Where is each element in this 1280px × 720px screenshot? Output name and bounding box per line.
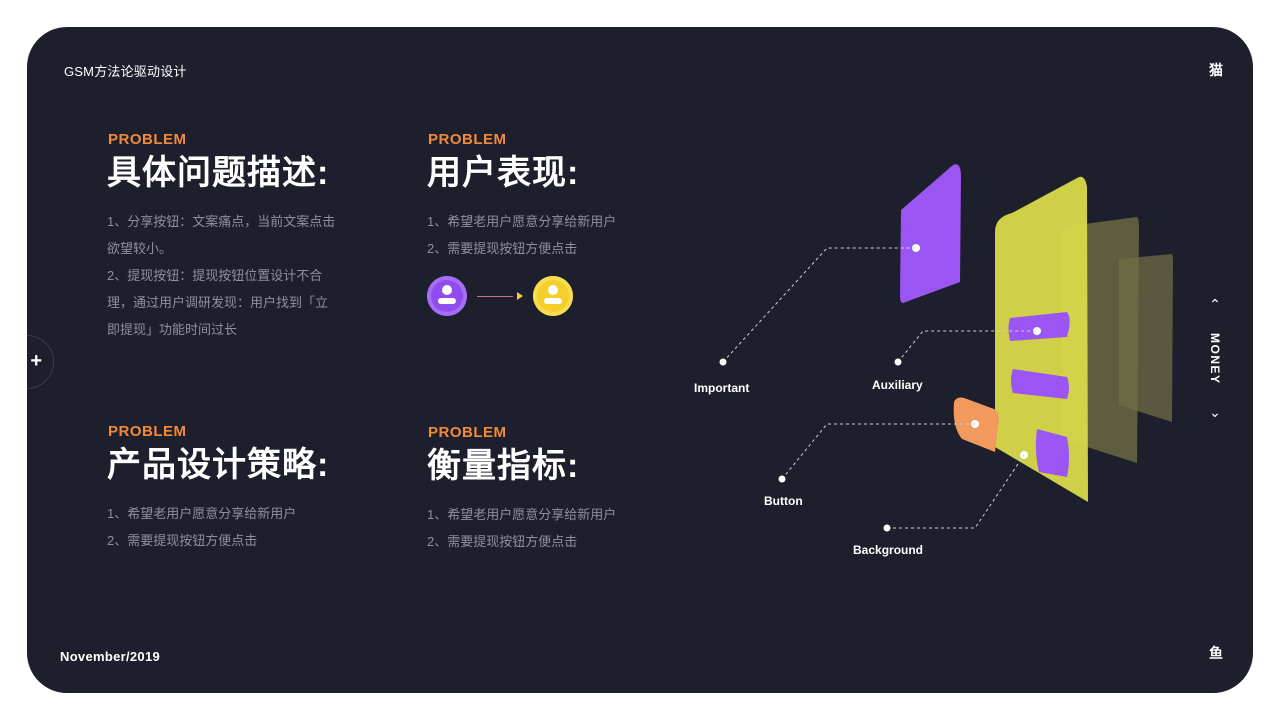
description-line: 理，通过用户调研发现：用户找到「立 — [107, 295, 329, 310]
user-flow — [427, 276, 667, 316]
layer-illustration: Important Auxiliary Button Background — [694, 164, 1173, 557]
description-line: 2、提现按钮：提现按钮位置设计不合 — [107, 268, 323, 283]
description-line: 即提现」功能时间过长 — [107, 322, 238, 337]
description-line: 2、需要提现按钮方便点击 — [427, 534, 578, 549]
description-line: 1、希望老用户愿意分享给新用户 — [427, 214, 617, 229]
footer-date: November/2019 — [60, 649, 161, 664]
slide-frame: GSM方法论驱动设计 猫 + PROBLEM 具体问题描述: 1、分享按钮：文案… — [27, 27, 1253, 693]
plus-icon: + — [30, 350, 42, 372]
leader-auxiliary — [897, 330, 1037, 363]
section-heading: 衡量指标: — [427, 447, 580, 485]
section-eyebrow: PROBLEM — [428, 131, 507, 148]
corner-top-label: 猫 — [1209, 62, 1223, 78]
section-user-behavior: PROBLEM 用户表现: 1、希望老用户愿意分享给新用户 2、需要提现按钮方便… — [427, 131, 667, 316]
leader-button — [781, 423, 975, 480]
section-metrics: PROBLEM 衡量指标: 1、希望老用户愿意分享给新用户 2、需要提现按钮方便… — [427, 424, 667, 555]
arrow-right-icon — [517, 292, 523, 300]
nav-label: MONEY — [1208, 333, 1222, 385]
leader-important — [722, 247, 916, 363]
arrow-line — [477, 295, 513, 297]
section-heading: 具体问题描述: — [107, 154, 330, 192]
label-button: Button — [764, 494, 803, 508]
label-background: Background — [853, 543, 923, 557]
brand-title: GSM方法论驱动设计 — [64, 64, 187, 79]
section-design-strategy: PROBLEM 产品设计策略: 1、希望老用户愿意分享给新用户 2、需要提现按钮… — [107, 423, 387, 554]
section-eyebrow: PROBLEM — [108, 131, 187, 148]
content-pill — [1011, 369, 1069, 399]
chevron-down-icon[interactable]: ⌄ — [1209, 403, 1221, 420]
section-eyebrow: PROBLEM — [428, 424, 507, 441]
description-line: 2、需要提现按钮方便点击 — [107, 533, 258, 548]
old-user-avatar-icon — [427, 276, 467, 316]
section-description: 1、分享按钮：文案痛点，当前文案点击 欲望较小。 2、提现按钮：提现按钮位置设计… — [107, 208, 367, 343]
section-description: 1、希望老用户愿意分享给新用户 2、需要提现按钮方便点击 — [427, 501, 667, 555]
description-line: 2、需要提现按钮方便点击 — [427, 241, 578, 256]
section-problem-description: PROBLEM 具体问题描述: 1、分享按钮：文案痛点，当前文案点击 欲望较小。… — [107, 131, 367, 343]
vertical-nav: ⌃ MONEY ⌄ — [1203, 297, 1227, 427]
description-line: 1、希望老用户愿意分享给新用户 — [107, 506, 297, 521]
content-pill-small — [1035, 429, 1069, 477]
section-heading: 用户表现: — [427, 154, 580, 192]
section-heading: 产品设计策略: — [107, 446, 330, 484]
important-card — [900, 164, 961, 303]
section-eyebrow: PROBLEM — [108, 423, 187, 440]
description-line: 1、分享按钮：文案痛点，当前文案点击 — [107, 214, 336, 229]
chevron-up-icon[interactable]: ⌃ — [1209, 296, 1221, 312]
section-description: 1、希望老用户愿意分享给新用户 2、需要提现按钮方便点击 — [107, 500, 387, 554]
corner-bottom-label: 鱼 — [1209, 645, 1223, 661]
description-line: 1、希望老用户愿意分享给新用户 — [427, 507, 617, 522]
auxiliary-pill — [1008, 312, 1070, 341]
background-card — [995, 176, 1088, 502]
label-important: Important — [694, 381, 749, 395]
new-user-avatar-icon — [533, 276, 573, 316]
label-auxiliary: Auxiliary — [872, 378, 923, 392]
section-description: 1、希望老用户愿意分享给新用户 2、需要提现按钮方便点击 — [427, 208, 667, 262]
description-line: 欲望较小。 — [107, 241, 173, 256]
leader-background — [887, 454, 1025, 529]
